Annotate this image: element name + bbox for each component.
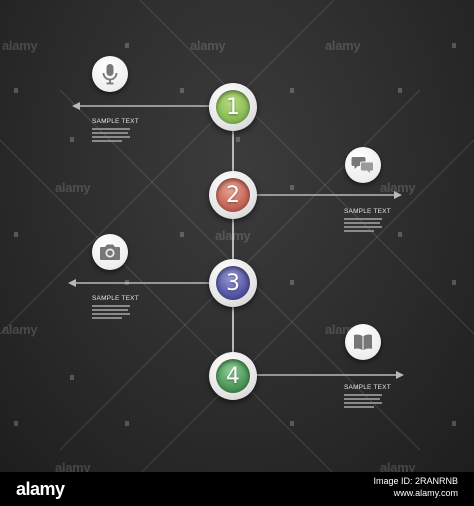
step-4-icon-badge	[345, 324, 381, 360]
watermark-mark	[452, 43, 456, 48]
arrowhead-3	[68, 279, 76, 287]
footer-image-info: Image ID: 2RANRNB www.alamy.com	[373, 475, 458, 499]
watermark-mark	[452, 280, 456, 285]
step-2-icon-badge	[345, 147, 381, 183]
watermark-mark	[180, 232, 184, 237]
watermark: alamy	[55, 460, 91, 472]
watermark-mark	[398, 88, 402, 93]
step-4-node: 4	[209, 352, 257, 400]
watermark: alamy	[2, 322, 38, 337]
step-2-number-disc: 2	[216, 178, 250, 212]
arrowhead-4	[396, 371, 404, 379]
watermark-mark	[290, 280, 294, 285]
arrowhead-2	[394, 191, 402, 199]
camera-icon	[100, 244, 120, 260]
watermark: alamy	[380, 460, 416, 472]
step-2-caption: SAMPLE TEXT	[344, 208, 391, 215]
watermark: alamy	[190, 38, 226, 53]
step-2-text-lines	[344, 218, 382, 234]
step-3-number: 3	[226, 270, 240, 296]
timeline-infographic: alamy alamy alamy alamy alamy alamy alam…	[0, 0, 474, 472]
step-4-caption: SAMPLE TEXT	[344, 384, 391, 391]
step-1-text-lines	[92, 128, 130, 144]
step-3-number-disc: 3	[216, 266, 250, 300]
step-4-text-lines	[344, 394, 382, 410]
step-3-icon-badge	[92, 234, 128, 270]
step-3-node: 3	[209, 259, 257, 307]
footer-bar: alamy Image ID: 2RANRNB www.alamy.com	[0, 472, 474, 506]
watermark-mark	[125, 43, 129, 48]
watermark: alamy	[380, 180, 416, 195]
step-2-number: 2	[226, 182, 240, 208]
step-3-caption: SAMPLE TEXT	[92, 295, 139, 302]
image-id-text: Image ID: 2RANRNB	[373, 476, 458, 486]
watermark-mark	[70, 137, 74, 142]
watermark: alamy	[2, 38, 38, 53]
footer-logo: alamy	[16, 479, 65, 499]
step-4-number: 4	[226, 363, 240, 389]
step-1-number: 1	[226, 94, 240, 120]
watermark-mark	[125, 280, 129, 285]
watermark-mark	[14, 88, 18, 93]
step-1-node: 1	[209, 83, 257, 131]
watermark: alamy	[325, 38, 361, 53]
watermark-mark	[14, 421, 18, 426]
watermark-mark	[452, 421, 456, 426]
watermark-mark	[290, 185, 294, 190]
watermark-mark	[290, 88, 294, 93]
watermark: alamy	[215, 228, 251, 243]
step-2-node: 2	[209, 171, 257, 219]
arrowhead-1	[72, 102, 80, 110]
watermark-mark	[290, 421, 294, 426]
watermark-mark	[180, 88, 184, 93]
step-4-number-disc: 4	[216, 359, 250, 393]
watermark-mark	[70, 375, 74, 380]
book-icon	[354, 334, 372, 350]
watermark-mark	[236, 137, 240, 142]
speech-bubbles-icon	[351, 157, 374, 176]
step-1-caption: SAMPLE TEXT	[92, 118, 139, 125]
step-3-text-lines	[92, 305, 130, 321]
watermark-mark	[125, 421, 129, 426]
step-1-icon-badge	[92, 56, 128, 92]
watermark: alamy	[55, 180, 91, 195]
watermark-mark	[398, 232, 402, 237]
step-1-number-disc: 1	[216, 90, 250, 124]
url-text: www.alamy.com	[393, 488, 458, 498]
watermark-mark	[14, 232, 18, 237]
microphone-icon	[102, 64, 118, 85]
